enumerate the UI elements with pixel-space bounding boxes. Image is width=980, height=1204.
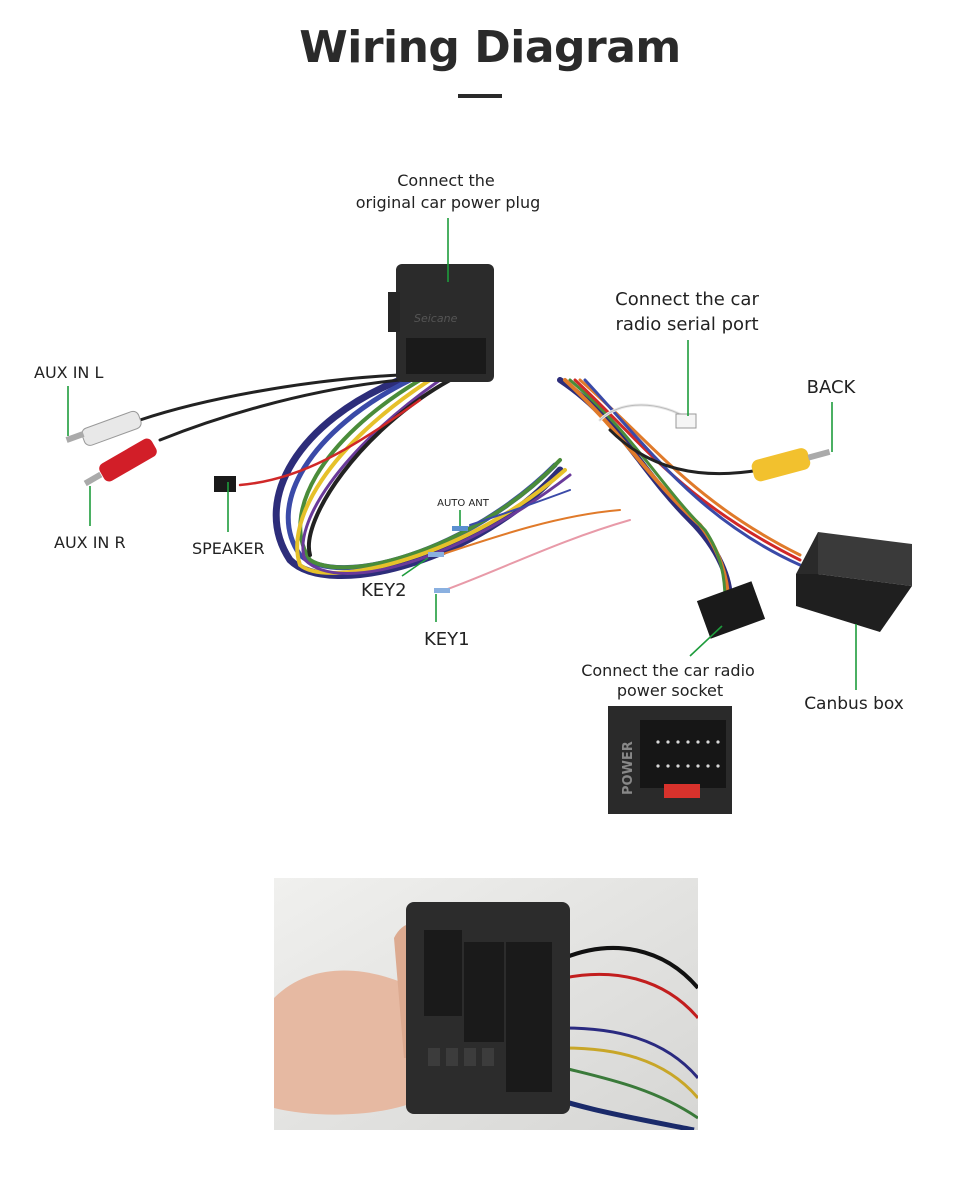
- power-socket-closeup: POWER: [608, 706, 732, 814]
- wire-harness: [138, 373, 802, 603]
- radio-power-connector: [696, 581, 766, 639]
- page-title: Wiring Diagram: [299, 22, 681, 73]
- back-label: BACK: [807, 377, 857, 398]
- title-underline: [458, 94, 502, 98]
- power-socket-label-line1: Connect the car radio: [581, 661, 755, 680]
- speaker-plug: [214, 476, 236, 492]
- speaker-label: SPEAKER: [192, 539, 265, 558]
- power-plug-label-line2: original car power plug: [356, 193, 541, 212]
- canbus-box: [796, 532, 912, 632]
- serial-port-label-line2: radio serial port: [615, 314, 758, 335]
- power-plug-label-line1: Connect the: [397, 171, 495, 190]
- aux-in-l-label: AUX IN L: [34, 363, 103, 382]
- back-rca: [751, 448, 831, 482]
- auto-ant-label: AUTO ANT: [437, 498, 490, 509]
- key1-label: KEY1: [424, 629, 470, 650]
- socket-power-label: POWER: [621, 741, 636, 795]
- key1-plug: [434, 588, 450, 593]
- serial-port-label-line1: Connect the car: [615, 289, 759, 310]
- aux-in-r-rca: [83, 438, 157, 487]
- connector-photo: [274, 878, 698, 1130]
- leader-lines: [67, 218, 857, 690]
- aux-in-l-rca: [65, 410, 142, 446]
- key2-plug: [428, 552, 444, 557]
- power-socket-label-line2: power socket: [617, 681, 723, 700]
- canbus-box-label: Canbus box: [804, 694, 904, 714]
- labels: Connect the original car power plug Conn…: [34, 171, 904, 714]
- connector-brand: Seicane: [414, 312, 458, 325]
- key2-label: KEY2: [361, 580, 407, 601]
- aux-in-r-label: AUX IN R: [54, 533, 126, 552]
- serial-port-plug: [675, 413, 697, 429]
- auto-ant-plug: [452, 526, 468, 531]
- main-power-connector: Seicane: [388, 264, 494, 382]
